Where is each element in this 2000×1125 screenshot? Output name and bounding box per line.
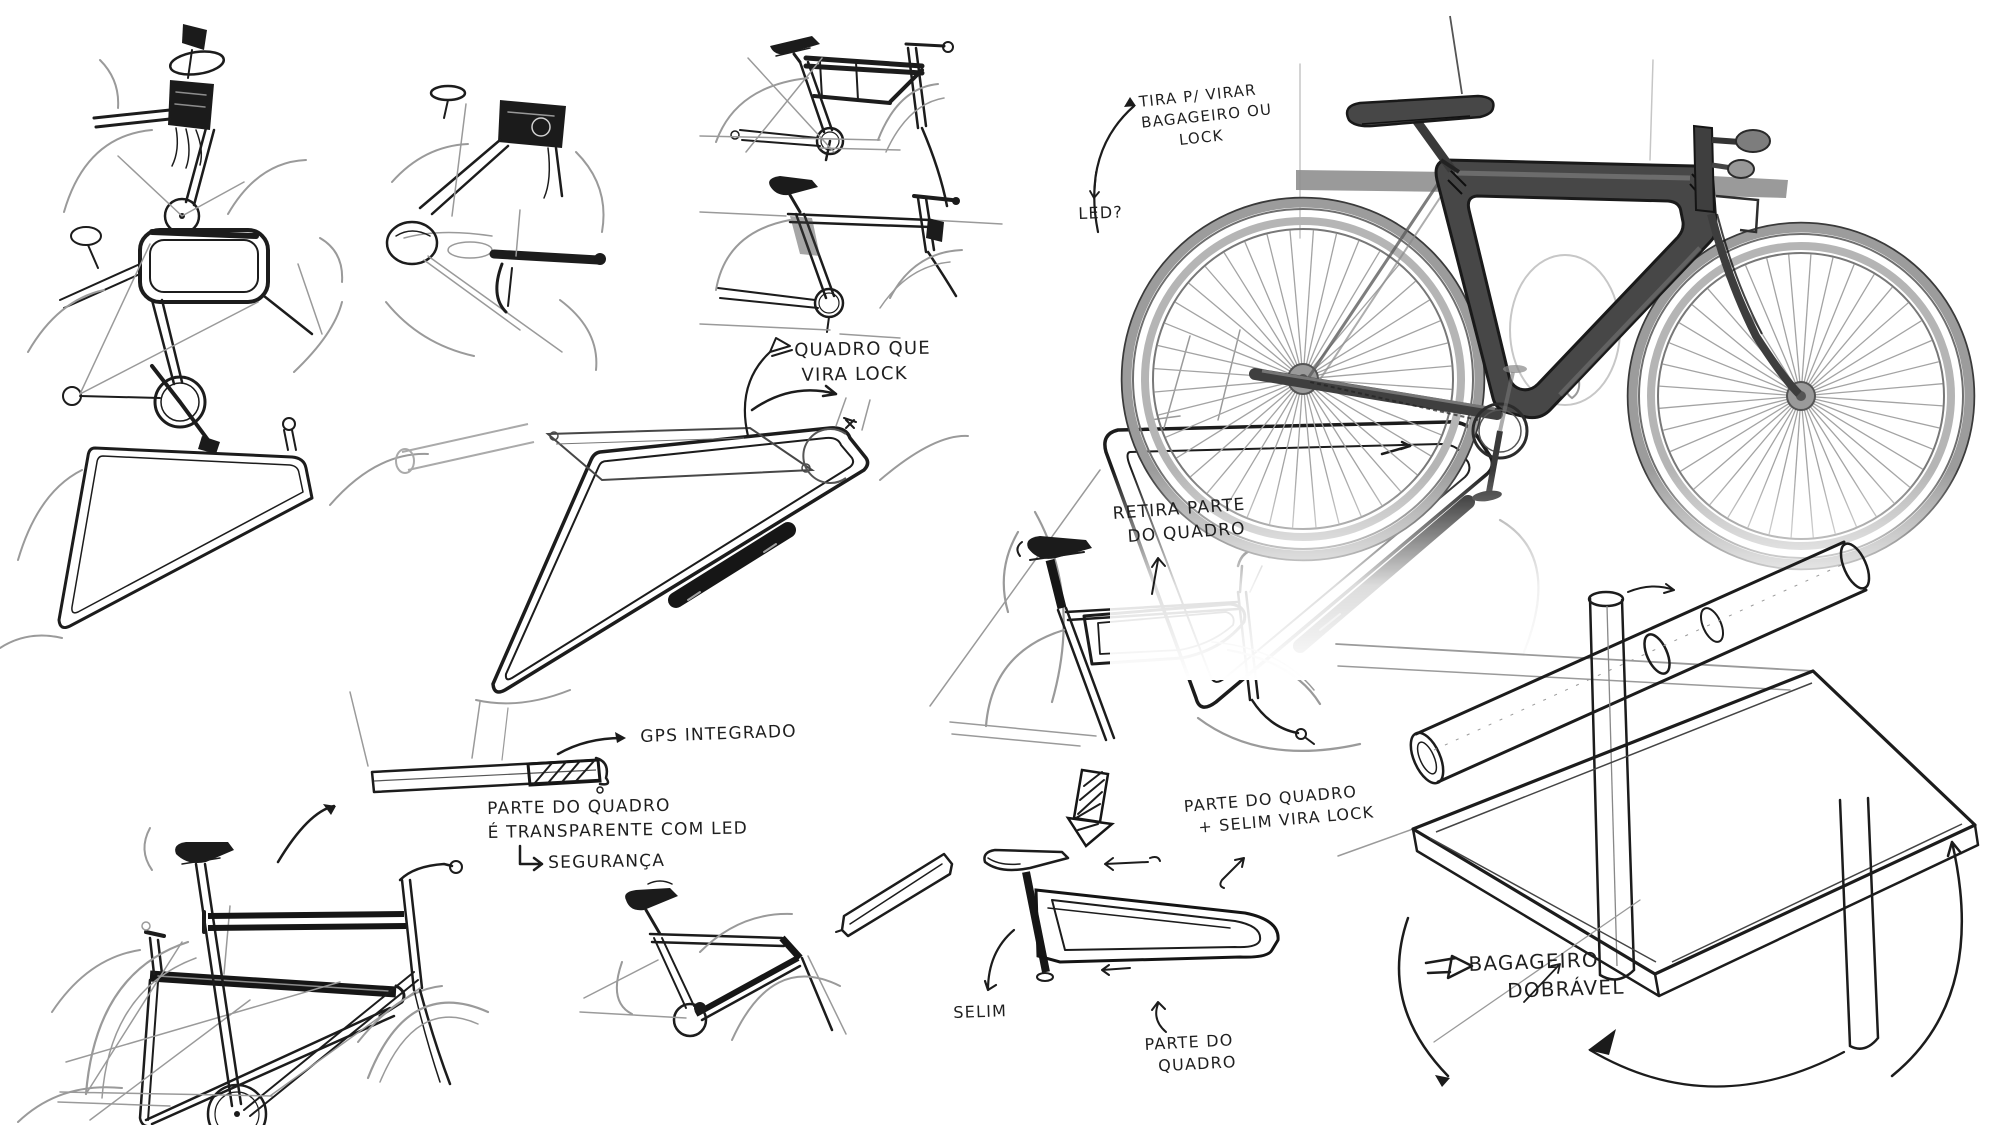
annotation-retira: RETIRA PARTE DO QUADRO (1112, 494, 1247, 548)
sketch-saddle-lock (983, 848, 1280, 982)
sketch-side-view-open-frame (699, 176, 1003, 339)
sketch-front-rack-2 (391, 84, 605, 259)
sketch-frame-triangle-medium (475, 397, 969, 705)
sketch-folding-rack (1335, 540, 1980, 1088)
seguranca-elbow-arrow (518, 844, 544, 872)
annotation-led: LED? (1078, 202, 1124, 223)
sketch-front-rack-3 (385, 209, 606, 371)
sketch-down-arrow-block (1065, 768, 1115, 848)
quadro-lock-arrow (743, 350, 772, 438)
sketch-frame-bag (27, 226, 344, 454)
sketch-side-view-truss (699, 36, 954, 208)
tira-arrow (1093, 104, 1136, 234)
retira-arrow (1151, 557, 1166, 595)
annotation-transparente: PARTE DO QUADRO É TRANSPARENTE COM LED (487, 795, 749, 843)
sketch-gps-bar (349, 691, 626, 794)
parte-selim-arrow (1219, 857, 1245, 889)
annotation-bagageiro: BAGAGEIRO DOBRÁVEL (1468, 947, 1626, 1004)
annotation-selim: SELIM (953, 1001, 1008, 1022)
sketch-front-rack-1 (63, 24, 307, 235)
annotation-parte-quadro: PARTE DO QUADRO (1144, 1030, 1238, 1077)
sketch-bottom-left-bike (57, 804, 490, 1125)
selim-arrow (983, 928, 1016, 992)
sketch-flat-panel (395, 384, 857, 484)
annotation-seguranca: SEGURANÇA (548, 850, 666, 873)
led-arrow (1089, 171, 1100, 199)
airbrush-fade (1110, 470, 2000, 680)
parte-quadro-arrow (1151, 1001, 1167, 1033)
annotation-arrows (518, 97, 1245, 1033)
rear-spokes (1154, 230, 1452, 528)
sketch-frame-triangle-small (0, 417, 429, 649)
annotation-quadro-lock: QUADRO QUE VIRA LOCK (794, 337, 932, 387)
sketch-bottom-center-frame (579, 852, 954, 1041)
